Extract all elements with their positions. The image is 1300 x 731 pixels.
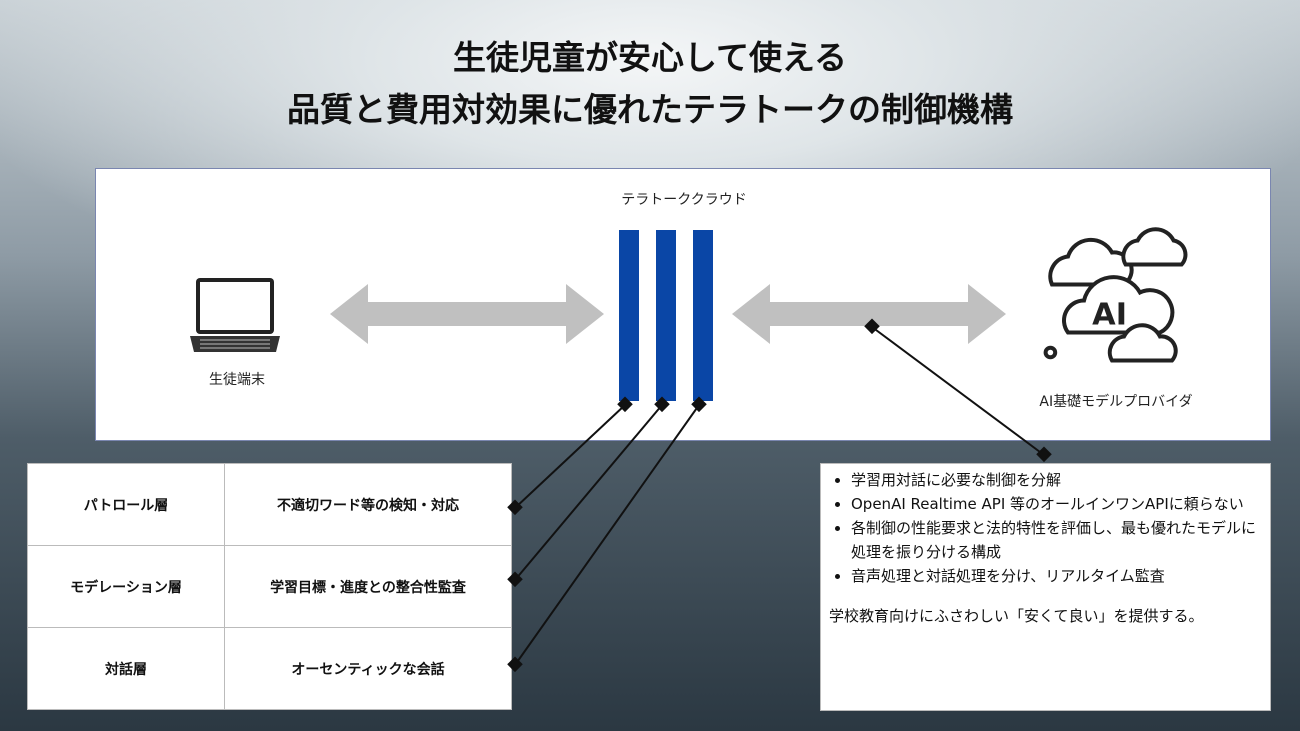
device-label: 生徒端末 (209, 372, 265, 388)
note-bullet: 各制御の性能要求と法的特性を評価し、最も優れたモデルに処理を振り分ける構成 (851, 516, 1262, 564)
note-bullet: OpenAI Realtime API 等のオールインワンAPIに頼らない (851, 492, 1262, 516)
notes-summary: 学校教育向けにふさわしい「安くて良い」を提供する。 (829, 607, 1204, 625)
cloud-label: テラトーククラウド (621, 192, 747, 208)
connector-moderation (514, 404, 663, 581)
ai-cloud-icon: AI (1043, 227, 1188, 363)
note-bullet: 学習用対話に必要な制御を分解 (851, 468, 1262, 492)
layer-role: オーセンティックな会話 (224, 627, 512, 710)
connector-notes (871, 326, 1045, 456)
layers-table: パトロール層不適切ワード等の検知・対応 モデレーション層学習目標・進度との整合性… (27, 463, 512, 710)
slide-title: 生徒児童が安心して使える 品質と費用対効果に優れたテラトークの制御機構 (0, 32, 1300, 136)
cloud-bar-moderation (656, 230, 676, 401)
layer-name: パトロール層 (27, 463, 225, 546)
cloud-bar-dialogue (693, 230, 713, 401)
laptop-icon (190, 278, 280, 352)
table-row: 対話層オーセンティックな会話 (27, 627, 512, 710)
table-row: モデレーション層学習目標・進度との整合性監査 (27, 545, 512, 628)
title-line-2: 品質と費用対効果に優れたテラトークの制御機構 (287, 90, 1013, 129)
table-row: パトロール層不適切ワード等の検知・対応 (27, 463, 512, 546)
title-line-1: 生徒児童が安心して使える (452, 38, 848, 77)
layer-role: 学習目標・進度との整合性監査 (224, 545, 512, 628)
connector-patrol (514, 404, 626, 509)
double-arrow-icon (330, 284, 604, 344)
connector-dialogue (514, 404, 700, 666)
notes-box: 学習用対話に必要な制御を分解 OpenAI Realtime API 等のオール… (820, 463, 1271, 711)
layer-name: モデレーション層 (27, 545, 225, 628)
note-bullet: 音声処理と対話処理を分け、リアルタイム監査 (851, 564, 1262, 588)
layer-role: 不適切ワード等の検知・対応 (224, 463, 512, 546)
cloud-bar-patrol (619, 230, 639, 401)
layer-name: 対話層 (27, 627, 225, 710)
ai-icon-text: AI (1092, 298, 1127, 333)
architecture-panel: テラトーククラウド 生徒端末 AI AI基礎モデルプロバイダ (95, 168, 1271, 441)
double-arrow-icon (732, 284, 1006, 344)
provider-label: AI基礎モデルプロバイダ (1039, 394, 1193, 410)
